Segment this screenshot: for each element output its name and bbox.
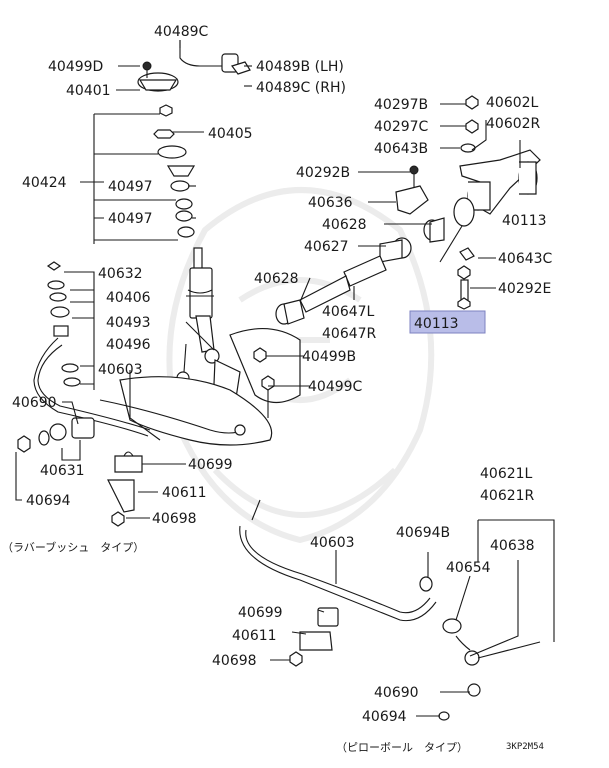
label-40643B: 40643B [374,141,428,157]
caption-pillow-ball-type: （ピローボール タイプ） [336,741,468,754]
label-40699-b: 40699 [238,605,283,621]
label-40292B: 40292B [296,165,350,181]
highlight-40113 [409,310,486,334]
bolts [253,347,298,418]
label-40694-a: 40694 [26,493,71,509]
label-40699-a: 40699 [188,457,233,473]
label-40406: 40406 [106,290,151,306]
label-40497-b: 40497 [108,211,153,227]
mid-bushings [275,165,445,325]
caption-rubber-bush-type: （ラバーブッシュ タイプ） [2,540,144,554]
label-40698-b: 40698 [212,653,257,669]
label-40401: 40401 [66,83,111,99]
label-40647R: 40647R [322,326,377,342]
shock-upper-parts [137,40,251,403]
label-40636: 40636 [308,195,353,211]
label-40631: 40631 [40,463,85,479]
label-40292E: 40292E [498,281,551,297]
label-40602L: 40602L [486,95,539,111]
label-40489C-rh: 40489C (RH) [256,80,346,96]
part-labels: 40489C 40499D 40489B (LH) 40401 40489C (… [12,24,553,725]
label-40628-b: 40628 [254,271,299,287]
diagram-code: 3KP2M54 [506,742,544,752]
label-40499C: 40499C [308,379,363,395]
label-40638: 40638 [490,538,535,554]
label-40603-a: 40603 [98,362,143,378]
label-40690-a: 40690 [12,395,57,411]
label-40628-a: 40628 [322,217,367,233]
label-40632: 40632 [98,266,143,282]
label-40647L: 40647L [322,304,375,320]
label-40489B: 40489B (LH) [256,59,344,75]
label-40499B: 40499B [302,349,356,365]
label-40602R: 40602R [486,116,541,132]
label-40694-c: 40694 [362,709,407,725]
label-40603-b: 40603 [310,535,355,551]
captions: （ラバーブッシュ タイプ） （ピローボール タイプ） 3KP2M54 [2,540,544,754]
label-40489C-top: 40489C [154,24,209,40]
label-40497-a: 40497 [108,179,153,195]
label-40643C: 40643C [498,251,553,267]
label-40621L: 40621L [480,466,533,482]
label-40405: 40405 [208,126,253,142]
label-40297C: 40297C [374,119,429,135]
label-40611-b: 40611 [232,628,277,644]
label-40113-b: 40113 [414,316,459,332]
label-40611-a: 40611 [162,485,207,501]
label-40694B: 40694B [396,525,450,541]
lower-arm-assembly [99,327,301,446]
stabilizer-pillow-ball [239,499,541,721]
label-40493: 40493 [106,315,151,331]
label-40654: 40654 [446,560,491,576]
label-40113-a: 40113 [502,213,547,229]
label-40496: 40496 [106,337,151,353]
label-40627: 40627 [304,239,349,255]
label-40698-a: 40698 [152,511,197,527]
label-40690-b: 40690 [374,685,419,701]
label-40297B: 40297B [374,97,428,113]
label-40499D: 40499D [48,59,103,75]
leader-lines [15,40,555,717]
label-40621R: 40621R [480,488,535,504]
label-40424: 40424 [22,175,67,191]
stabilizer-rubber-bush [17,261,151,527]
